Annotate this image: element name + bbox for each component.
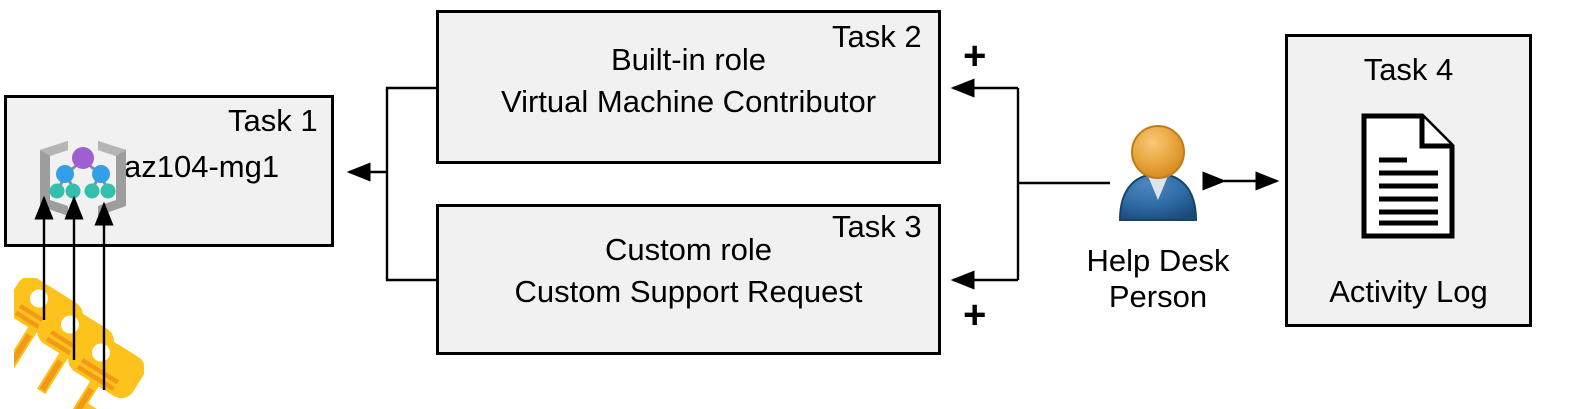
task-2-line-1: Built-in role bbox=[610, 42, 767, 77]
task-4-tag: Task 4 bbox=[1363, 52, 1454, 87]
user-icon bbox=[1110, 120, 1206, 229]
task-3-box[interactable] bbox=[436, 204, 941, 355]
task-1-label: az104-mg1 bbox=[124, 149, 280, 184]
plus-operator-top: + bbox=[963, 34, 987, 78]
task-2-box[interactable] bbox=[436, 10, 941, 164]
task-2-tag: Task 2 bbox=[832, 19, 922, 54]
task-2-line-2: Virtual Machine Contributor bbox=[500, 84, 877, 119]
management-group-icon bbox=[28, 128, 138, 233]
help-desk-person-line-2: Person bbox=[1108, 279, 1208, 314]
document-icon bbox=[1360, 112, 1456, 245]
task-1-tag: Task 1 bbox=[228, 103, 318, 138]
help-desk-person-line-1: Help Desk bbox=[1086, 243, 1230, 278]
plus-operator-bottom: + bbox=[963, 293, 987, 337]
task-3-line-2: Custom Support Request bbox=[514, 274, 863, 309]
task-3-line-1: Custom role bbox=[604, 232, 773, 267]
connector-roles-to-mg bbox=[346, 86, 436, 282]
task-3-tag: Task 3 bbox=[832, 209, 922, 244]
keys-icon bbox=[5, 276, 145, 409]
task-4-label: Activity Log bbox=[1329, 274, 1488, 309]
